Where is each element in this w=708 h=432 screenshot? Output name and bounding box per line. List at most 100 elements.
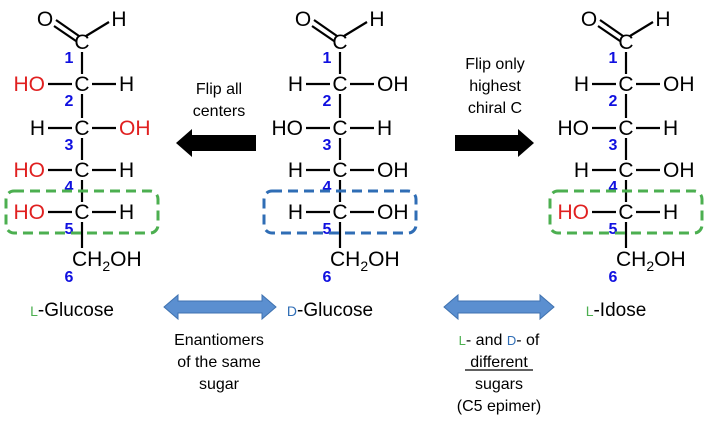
- carbon-number-3: 3: [609, 137, 618, 154]
- right-substituent: OH: [377, 159, 409, 182]
- flip-highest-caption: chiral C: [468, 100, 522, 117]
- carbon-1: C: [74, 31, 89, 54]
- carbon-number-4: 4: [609, 179, 618, 196]
- left-substituent: H: [288, 159, 303, 182]
- right-substituent: H: [663, 117, 678, 140]
- carbon-1: C: [618, 31, 633, 54]
- right-substituent: OH: [377, 73, 409, 96]
- oxygen-atom: O: [295, 8, 311, 31]
- double-bond-b: [597, 25, 621, 42]
- carbon-number-2: 2: [65, 93, 74, 110]
- carbon-3: C: [618, 117, 633, 140]
- c5-highlight-frame: [548, 189, 704, 235]
- oxygen-atom: O: [581, 8, 597, 31]
- left-substituent: H: [574, 159, 589, 182]
- sugar-name: D-Glucose: [287, 300, 373, 321]
- l-and-d-caption: L- and D- of: [459, 332, 540, 349]
- carbon-3: C: [74, 117, 89, 140]
- carbon-number-6: 6: [65, 269, 74, 286]
- right-substituent: H: [377, 117, 392, 140]
- carbon-5: C: [74, 201, 89, 224]
- carbon-number-1: 1: [65, 50, 74, 67]
- right-substituent: H: [663, 201, 678, 224]
- aldehyde-h-bond: [629, 21, 654, 37]
- enantiomers-caption: Enantiomers: [174, 332, 264, 349]
- right-substituent: H: [119, 73, 134, 96]
- flip-highest-arrow: [455, 129, 534, 157]
- carbon-number-6: 6: [323, 269, 332, 286]
- carbon-4: C: [74, 159, 89, 182]
- sugars-caption: sugars: [475, 376, 523, 393]
- double-bond-a: [313, 19, 338, 37]
- carbon-number-3: 3: [65, 137, 74, 154]
- carbon-5: C: [618, 201, 633, 224]
- carbon-2: C: [74, 73, 89, 96]
- carbon-4: C: [618, 159, 633, 182]
- carbon-number-1: 1: [323, 50, 332, 67]
- epimer-double-arrow: [443, 293, 555, 321]
- double-bond-a: [599, 19, 624, 37]
- right-substituent: OH: [663, 159, 695, 182]
- c5-highlight-frame: [262, 189, 418, 235]
- right-substituent: H: [119, 201, 134, 224]
- enantiomers-caption: of the same: [177, 354, 261, 371]
- left-substituent: HO: [14, 73, 46, 96]
- right-substituent: OH: [377, 201, 409, 224]
- flip-all-caption: Flip all: [196, 81, 242, 98]
- left-substituent: HO: [558, 117, 590, 140]
- carbon-number-4: 4: [323, 179, 332, 196]
- left-substituent: H: [574, 73, 589, 96]
- different-caption: different: [470, 354, 528, 371]
- double-bond-b: [311, 25, 335, 42]
- flip-all-arrow: [176, 129, 256, 157]
- double-bond-a: [55, 19, 80, 37]
- c5-highlight-frame: [4, 189, 160, 235]
- flip-highest-caption: highest: [469, 78, 521, 95]
- left-substituent: HO: [14, 159, 46, 182]
- carbon-number-5: 5: [65, 221, 74, 238]
- flip-all-caption: centers: [193, 103, 245, 120]
- carbon-number-3: 3: [323, 137, 332, 154]
- carbon-number-2: 2: [609, 93, 618, 110]
- enantiomers-caption: sugar: [199, 376, 240, 393]
- carbon-2: C: [618, 73, 633, 96]
- aldehyde-hydrogen: H: [111, 8, 126, 31]
- c5-epimer-caption: (C5 epimer): [457, 398, 541, 415]
- flip-highest-caption: Flip only: [465, 56, 525, 73]
- left-substituent: HO: [272, 117, 304, 140]
- aldehyde-h-bond: [343, 21, 368, 37]
- carbon-number-6: 6: [609, 269, 618, 286]
- carbon-number-5: 5: [323, 221, 332, 238]
- aldehyde-hydrogen: H: [655, 8, 670, 31]
- carbon-1: C: [332, 31, 347, 54]
- ch2oh-group: CH2OH: [616, 248, 686, 274]
- ch2oh-group: CH2OH: [330, 248, 400, 274]
- carbon-3: C: [332, 117, 347, 140]
- aldehyde-h-bond: [85, 21, 110, 37]
- carbon-number-5: 5: [609, 221, 618, 238]
- enantiomer-double-arrow: [163, 293, 277, 321]
- left-substituent: HO: [14, 201, 46, 224]
- carbon-number-1: 1: [609, 50, 618, 67]
- sugar-name: L-Glucose: [30, 300, 114, 321]
- oxygen-atom: O: [37, 8, 53, 31]
- left-substituent: HO: [558, 201, 590, 224]
- carbon-number-4: 4: [65, 179, 74, 196]
- carbon-2: C: [332, 73, 347, 96]
- carbon-4: C: [332, 159, 347, 182]
- left-substituent: H: [30, 117, 45, 140]
- aldehyde-hydrogen: H: [369, 8, 384, 31]
- left-substituent: H: [288, 201, 303, 224]
- double-bond-b: [53, 25, 77, 42]
- right-substituent: OH: [663, 73, 695, 96]
- right-substituent: OH: [119, 117, 151, 140]
- sugar-name: L-Idose: [586, 300, 647, 321]
- ch2oh-group: CH2OH: [72, 248, 142, 274]
- carbon-number-2: 2: [323, 93, 332, 110]
- left-substituent: H: [288, 73, 303, 96]
